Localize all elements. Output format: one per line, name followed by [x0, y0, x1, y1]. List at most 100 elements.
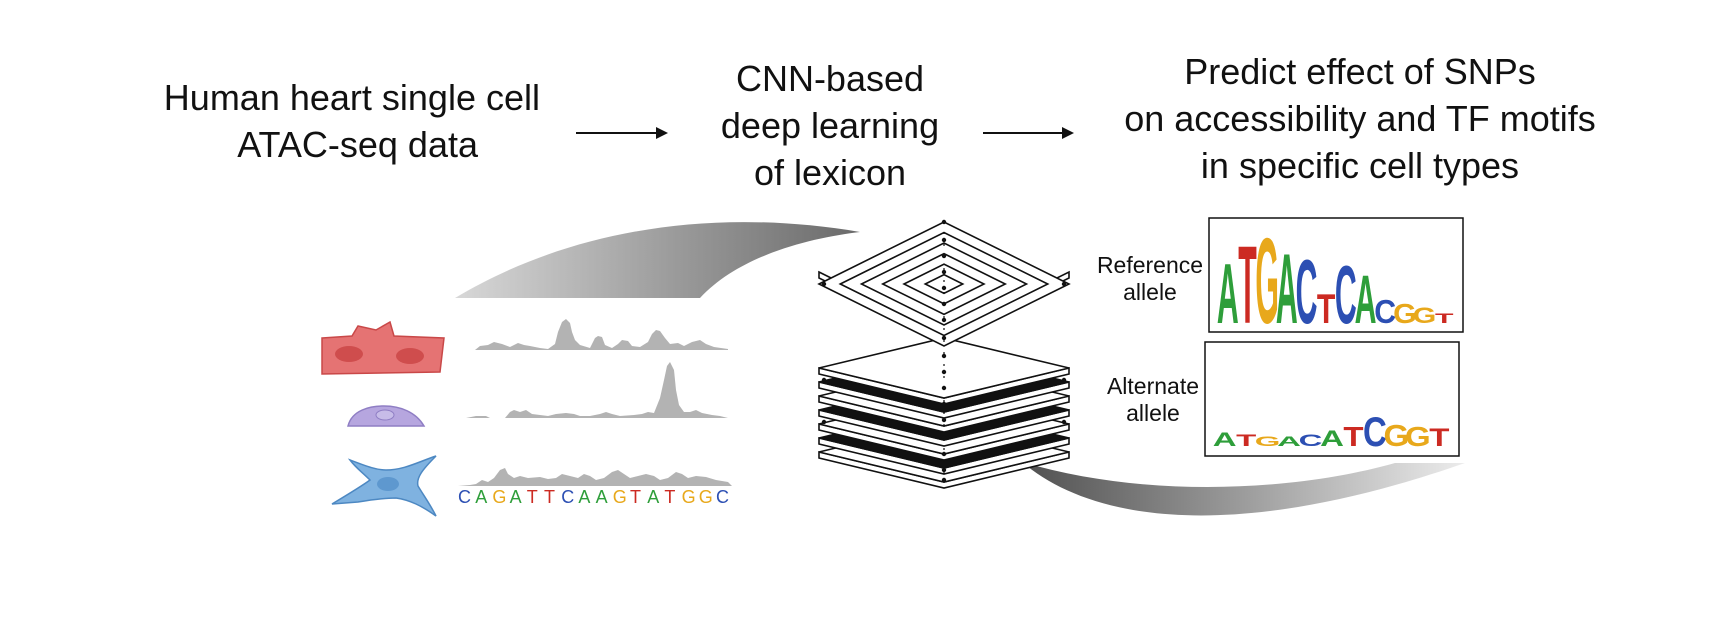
cnn-node [941, 301, 947, 307]
dna-base: G [682, 487, 696, 507]
dna-base: A [647, 487, 659, 507]
cnn-node [941, 477, 947, 483]
accessibility-track-small-cell [466, 362, 728, 418]
dna-base: T [630, 487, 641, 507]
cnn-node [941, 401, 947, 407]
motif-letter: T [1343, 422, 1364, 453]
step2-line3: of lexicon [753, 152, 907, 193]
cnn-filter-ring [902, 263, 986, 305]
motif-letter: A [1355, 262, 1377, 338]
motif-letter: C [1296, 242, 1318, 343]
cnn-node [941, 417, 947, 423]
small-cell-icon [347, 405, 426, 427]
cnn-node [941, 335, 947, 341]
motif-letter: T [1238, 225, 1256, 348]
arrow-right-icon [576, 127, 668, 139]
motif-letter: G [1405, 422, 1431, 453]
motif-letter: A [1320, 426, 1344, 450]
accessibility-track-cardiomyocyte [460, 319, 728, 350]
reference-logo-box [1208, 217, 1464, 333]
dna-base: A [475, 487, 487, 507]
dna-base: G [699, 487, 713, 507]
cnn-node [941, 285, 947, 291]
motif-letter: T [1236, 431, 1256, 450]
reference-allele-label: Reference allele [1085, 252, 1215, 306]
motif-letter: G [1255, 213, 1279, 349]
cnn-filter-ring [817, 221, 1071, 347]
step2-line1: CNN-based [735, 58, 925, 99]
cnn-layer [818, 337, 1070, 399]
fibroblast-icon [331, 455, 437, 517]
motif-letter: A [1213, 429, 1237, 450]
cnn-node [941, 253, 947, 259]
motif-letter: C [1299, 431, 1323, 450]
cnn-node [941, 237, 947, 243]
cnn-node [941, 385, 947, 391]
alternate-logo-box [1204, 341, 1460, 457]
step-cnn-learning: CNN-based deep learning of lexicon [690, 55, 970, 196]
motif-letter: C [1363, 408, 1387, 454]
dna-base: T [544, 487, 555, 507]
dna-base: G [492, 487, 506, 507]
cnn-node [941, 269, 947, 275]
motif-letter: G [1384, 418, 1410, 452]
cnn-node [821, 419, 827, 425]
dna-base: G [613, 487, 627, 507]
cnn-node [941, 435, 947, 441]
alternate-label-line1: Alternate [1106, 373, 1200, 399]
cnn-node [1061, 281, 1067, 287]
cnn-filter-ring [923, 273, 965, 295]
dna-base: A [596, 487, 608, 507]
cnn-node [941, 369, 947, 375]
motif-letter: A [1276, 234, 1298, 345]
motif-letter: G [1393, 299, 1417, 329]
cnn-filter-ring [859, 242, 1029, 326]
dna-base: C [458, 487, 471, 507]
cnn-filter-ring [838, 231, 1050, 337]
cnn-node [941, 451, 947, 457]
dna-base: A [578, 487, 590, 507]
accessibility-track-fibroblast [458, 468, 732, 486]
motif-letter: T [1435, 311, 1454, 326]
step2-line2: deep learning [720, 105, 940, 146]
dna-base: T [527, 487, 538, 507]
dna-base: C [716, 487, 729, 507]
motif-letter: C [1374, 293, 1396, 331]
step1-line2: ATAC-seq data [237, 124, 478, 165]
step-predict-effects: Predict effect of SNPs on accessibility … [1090, 48, 1630, 189]
prediction-flow-swoosh [1022, 462, 1465, 516]
cnn-node [1061, 377, 1067, 383]
cnn-node [1061, 419, 1067, 425]
cnn-node [941, 353, 947, 359]
alternate-allele-label: Alternate allele [1090, 373, 1216, 427]
data-flow-swoosh [455, 222, 860, 298]
reference-label-line1: Reference [1096, 252, 1204, 278]
step3-line1: Predict effect of SNPs [1184, 51, 1536, 92]
motif-letter: G [1413, 303, 1437, 328]
motif-letter: T [1429, 425, 1449, 452]
arrow-right-icon [983, 127, 1074, 139]
step3-line3: in specific cell types [1200, 145, 1520, 186]
cnn-node [941, 467, 947, 473]
motif-letter: T [1317, 285, 1335, 332]
motif-letter: A [1277, 434, 1301, 449]
cnn-node [941, 317, 947, 323]
step-input-data: Human heart single cell ATAC-seq data [0, 74, 540, 168]
step3-line2: on accessibility and TF motifs [1124, 98, 1596, 139]
cnn-filter-ring [880, 252, 1008, 316]
cnn-node [821, 377, 827, 383]
dna-base: A [510, 487, 522, 507]
dna-base: T [664, 487, 675, 507]
cnn-node [941, 219, 947, 225]
reference-label-line2: allele [1123, 279, 1177, 305]
cnn-node [821, 281, 827, 287]
motif-letter: G [1255, 434, 1281, 449]
alternate-label-line2: allele [1126, 400, 1180, 426]
dna-base: C [561, 487, 574, 507]
motif-letter: A [1217, 246, 1239, 342]
cnn-layer-stack-icon [817, 219, 1071, 489]
